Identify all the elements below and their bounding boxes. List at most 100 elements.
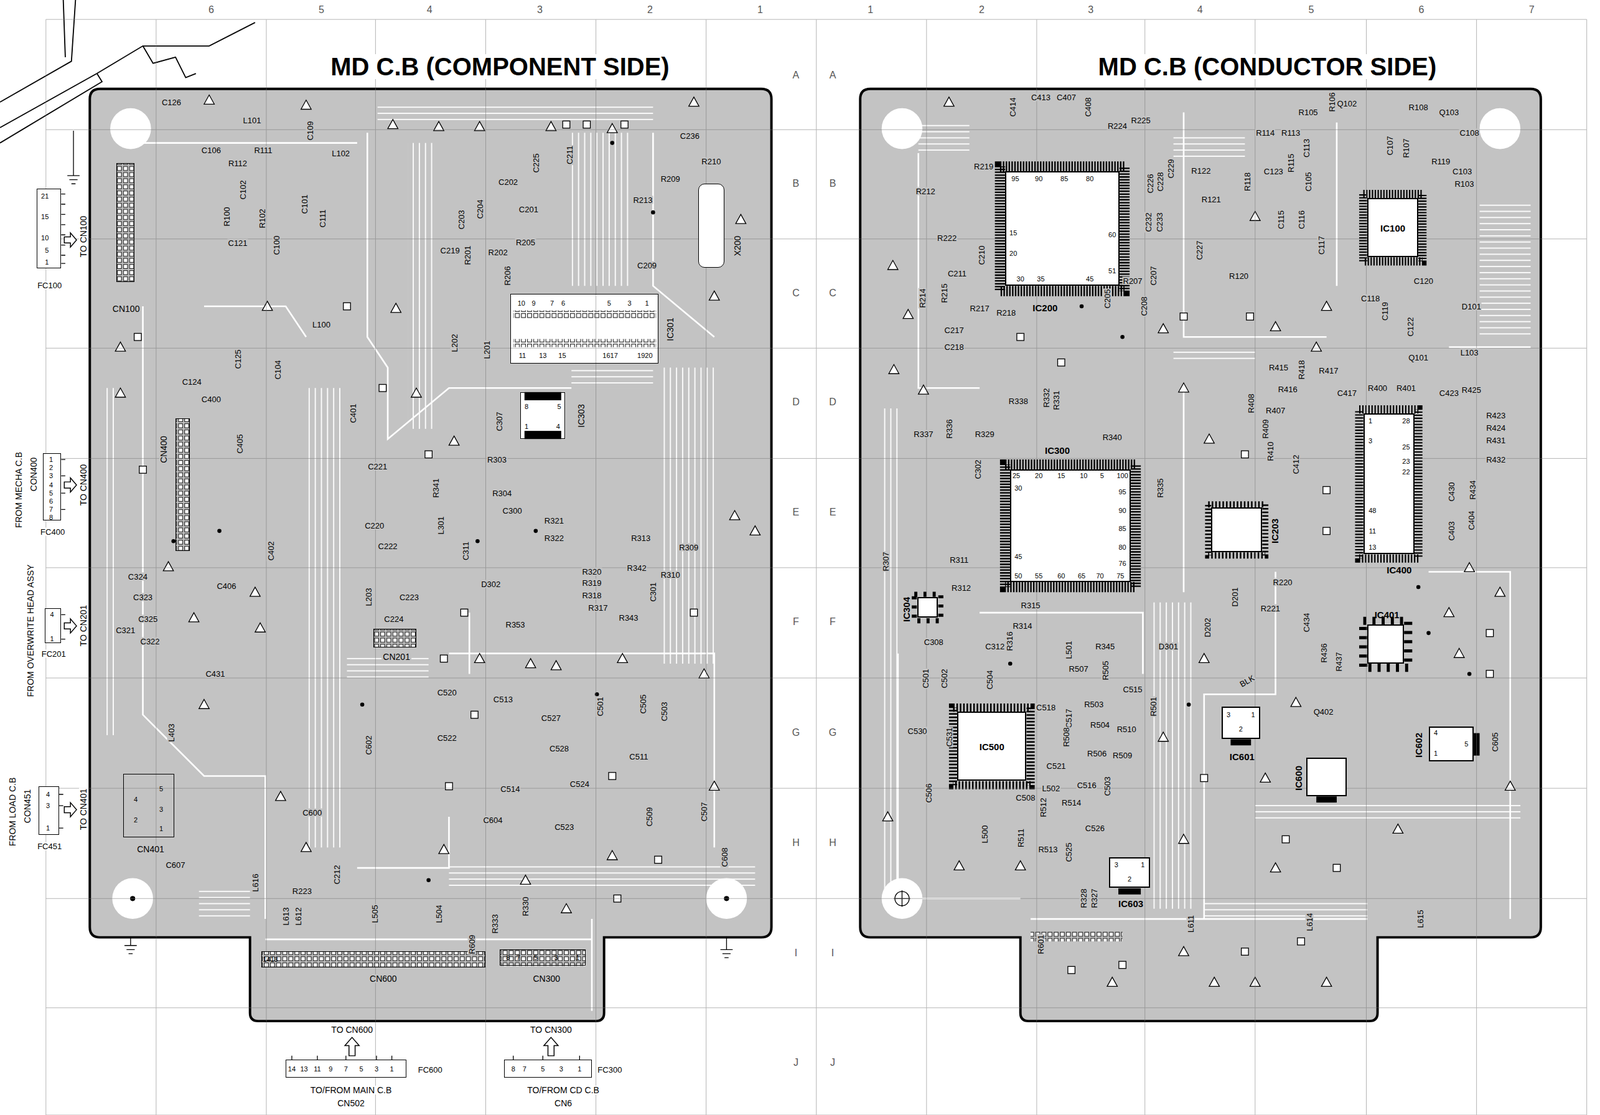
part-label: R415: [1268, 363, 1289, 372]
regulator-tab: [1316, 795, 1337, 803]
part-label: C227: [1194, 239, 1203, 261]
hollow-arrow: [344, 1036, 360, 1056]
part-label: R206: [502, 265, 511, 286]
grid-reference: D: [828, 397, 838, 408]
part-designator: IC304: [901, 595, 912, 623]
part-label: C525: [1064, 842, 1073, 863]
part-label: C226: [1145, 173, 1154, 195]
grid-reference: 7: [1528, 4, 1536, 15]
part-label: R417: [1318, 366, 1339, 375]
pin-number: 85: [1059, 174, 1069, 182]
part-label: C607: [164, 860, 186, 869]
part-designator: IC400: [1385, 565, 1413, 575]
pad: [343, 302, 351, 310]
pin-number: 1: [389, 1064, 395, 1072]
part-label: C412: [1291, 454, 1301, 475]
pin-number: 45: [1013, 552, 1023, 560]
part-label: R210: [700, 157, 722, 166]
test-point: [301, 842, 312, 852]
grid-reference: E: [792, 507, 801, 518]
part-label: R401: [1395, 383, 1417, 393]
part-designator: IC603: [1117, 898, 1145, 908]
connection-note: FROM LOAD C.B: [8, 776, 17, 846]
grid-reference: C: [828, 288, 838, 299]
via: [360, 701, 365, 707]
test-point: [735, 214, 746, 224]
hollow-arrow: [64, 232, 77, 248]
ic-package: IC401: [1367, 624, 1404, 663]
ic-pins: [1363, 194, 1423, 262]
part-label: R307: [881, 550, 890, 572]
part-label: R213: [632, 196, 653, 205]
part-label: C220: [364, 521, 385, 530]
via: [426, 877, 431, 882]
part-label: L504: [435, 903, 444, 923]
via: [533, 528, 539, 534]
part-label: C430: [1446, 481, 1455, 503]
part-label: R215: [939, 282, 948, 304]
connection-note: TO CN100: [79, 215, 88, 259]
part-label: R338: [1008, 397, 1029, 406]
part-label: C517: [1064, 708, 1073, 729]
pin-number: 8: [523, 402, 529, 410]
pad: [608, 772, 616, 780]
part-label: C118: [1360, 293, 1381, 302]
board-connector: CN100: [116, 163, 136, 282]
test-point: [698, 668, 709, 678]
pin-number: 2: [1127, 874, 1133, 882]
connection-note: TO CN401: [79, 787, 88, 831]
part-designator: X200: [733, 233, 742, 258]
part-label: L203: [364, 587, 373, 607]
pin-number: 3: [48, 472, 54, 480]
connection-note: TO CN600: [330, 1024, 374, 1034]
part-label: Q102: [1336, 98, 1358, 108]
pin-number: 2: [48, 463, 54, 471]
part-label: C102: [238, 179, 248, 200]
test-point: [1392, 823, 1403, 834]
ground-symbol: [67, 130, 733, 958]
grid-reference: E: [828, 507, 838, 518]
grid-reference: C: [791, 288, 801, 299]
part-label: C423: [1438, 388, 1460, 398]
part-label: R329: [974, 429, 996, 438]
pin-number: 1: [1367, 416, 1373, 424]
connection-note: CON451: [23, 788, 32, 824]
test-point: [1454, 647, 1465, 658]
grid-reference: B: [792, 178, 801, 189]
part-label: C111: [318, 208, 327, 228]
pin-number: 3: [158, 805, 164, 813]
part-label: C202: [497, 177, 519, 186]
part-label: C115: [1276, 209, 1285, 230]
ic-outline: IC303: [520, 392, 566, 439]
part-label: C401: [349, 403, 358, 424]
pin-number: 5: [158, 785, 164, 793]
pad: [1323, 527, 1330, 534]
pin-number: 4: [133, 795, 139, 803]
part-label: L616: [250, 873, 259, 893]
board-title: MD C.B (COMPONENT SIDE): [329, 54, 671, 80]
pin-number: 2: [133, 815, 139, 823]
grid-reference: 6: [1418, 4, 1426, 15]
part-label: C101: [299, 193, 309, 215]
part-label: R342: [626, 563, 648, 572]
pin-number: 1: [45, 823, 51, 831]
part-label: C511: [628, 751, 649, 760]
pin-number: 95: [1118, 488, 1128, 496]
part-label: L611: [1186, 914, 1195, 933]
pin-number: 80: [1085, 174, 1095, 182]
part-label: R424: [1485, 423, 1507, 432]
part-label: C404: [1467, 510, 1476, 531]
pin-number: 60: [1107, 231, 1117, 239]
test-point: [729, 510, 740, 520]
part-label: Q402: [1313, 706, 1335, 716]
part-designator: FC201: [40, 649, 68, 658]
connector-pads: [373, 628, 417, 648]
part-label: C501: [921, 668, 930, 689]
part-designator: IC600: [1293, 764, 1304, 792]
pin-number: 4: [45, 790, 51, 798]
part-label: C518: [1035, 703, 1057, 712]
part-label: C324: [127, 572, 149, 581]
part-label: L614: [1305, 911, 1314, 931]
part-label: R336: [944, 418, 953, 439]
pad: [139, 466, 147, 473]
